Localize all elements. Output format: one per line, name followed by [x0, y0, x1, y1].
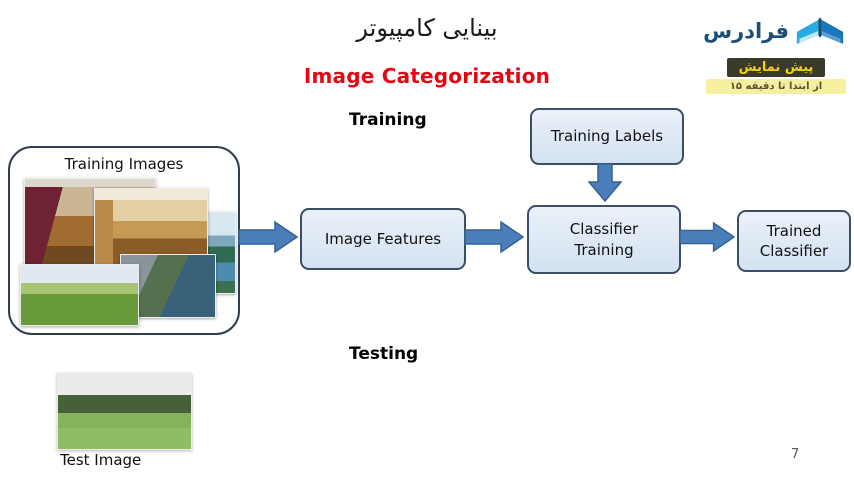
classifier-training-box: Classifier Training [527, 205, 681, 274]
image-features-text: Image Features [324, 229, 442, 248]
testing-section-label: Testing [349, 344, 419, 364]
faradars-logo: فرادرس [703, 8, 846, 54]
preview-badge: پیش نمایش [726, 58, 826, 77]
duration-badge: از ابتدا تا دقیقه ۱۵ [706, 79, 846, 94]
training-images-frame: Training Images [8, 146, 240, 335]
trained-classifier-box: Trained Classifier [737, 210, 851, 272]
page-number: 7 [791, 447, 800, 462]
arrow-right-icon-1 [238, 220, 298, 254]
faradars-logo-text: فرادرس [703, 19, 789, 43]
test-image-label: Test Image [60, 451, 142, 469]
faradars-branding: فرادرس پیش نمایش از ابتدا تا دقیقه ۱۵ [703, 8, 846, 94]
training-images-label: Training Images [64, 155, 184, 173]
image-features-box: Image Features [300, 208, 466, 270]
training-labels-text: Training Labels [550, 127, 664, 146]
arrow-right-icon-2 [464, 220, 524, 254]
faradars-book-icon [794, 13, 846, 49]
test-image [57, 373, 192, 450]
trained-classifier-text: Trained Classifier [759, 221, 829, 260]
slide-title-persian: بینایی کامپیوتر [356, 14, 498, 42]
training-photo-grass-field [20, 264, 139, 326]
training-section-label: Training [349, 110, 427, 130]
arrow-down-icon [588, 163, 622, 203]
training-labels-box: Training Labels [530, 108, 684, 165]
slide-subtitle: Image Categorization [303, 64, 551, 88]
arrow-right-icon-3 [679, 221, 735, 253]
classifier-training-text: Classifier Training [569, 220, 639, 259]
